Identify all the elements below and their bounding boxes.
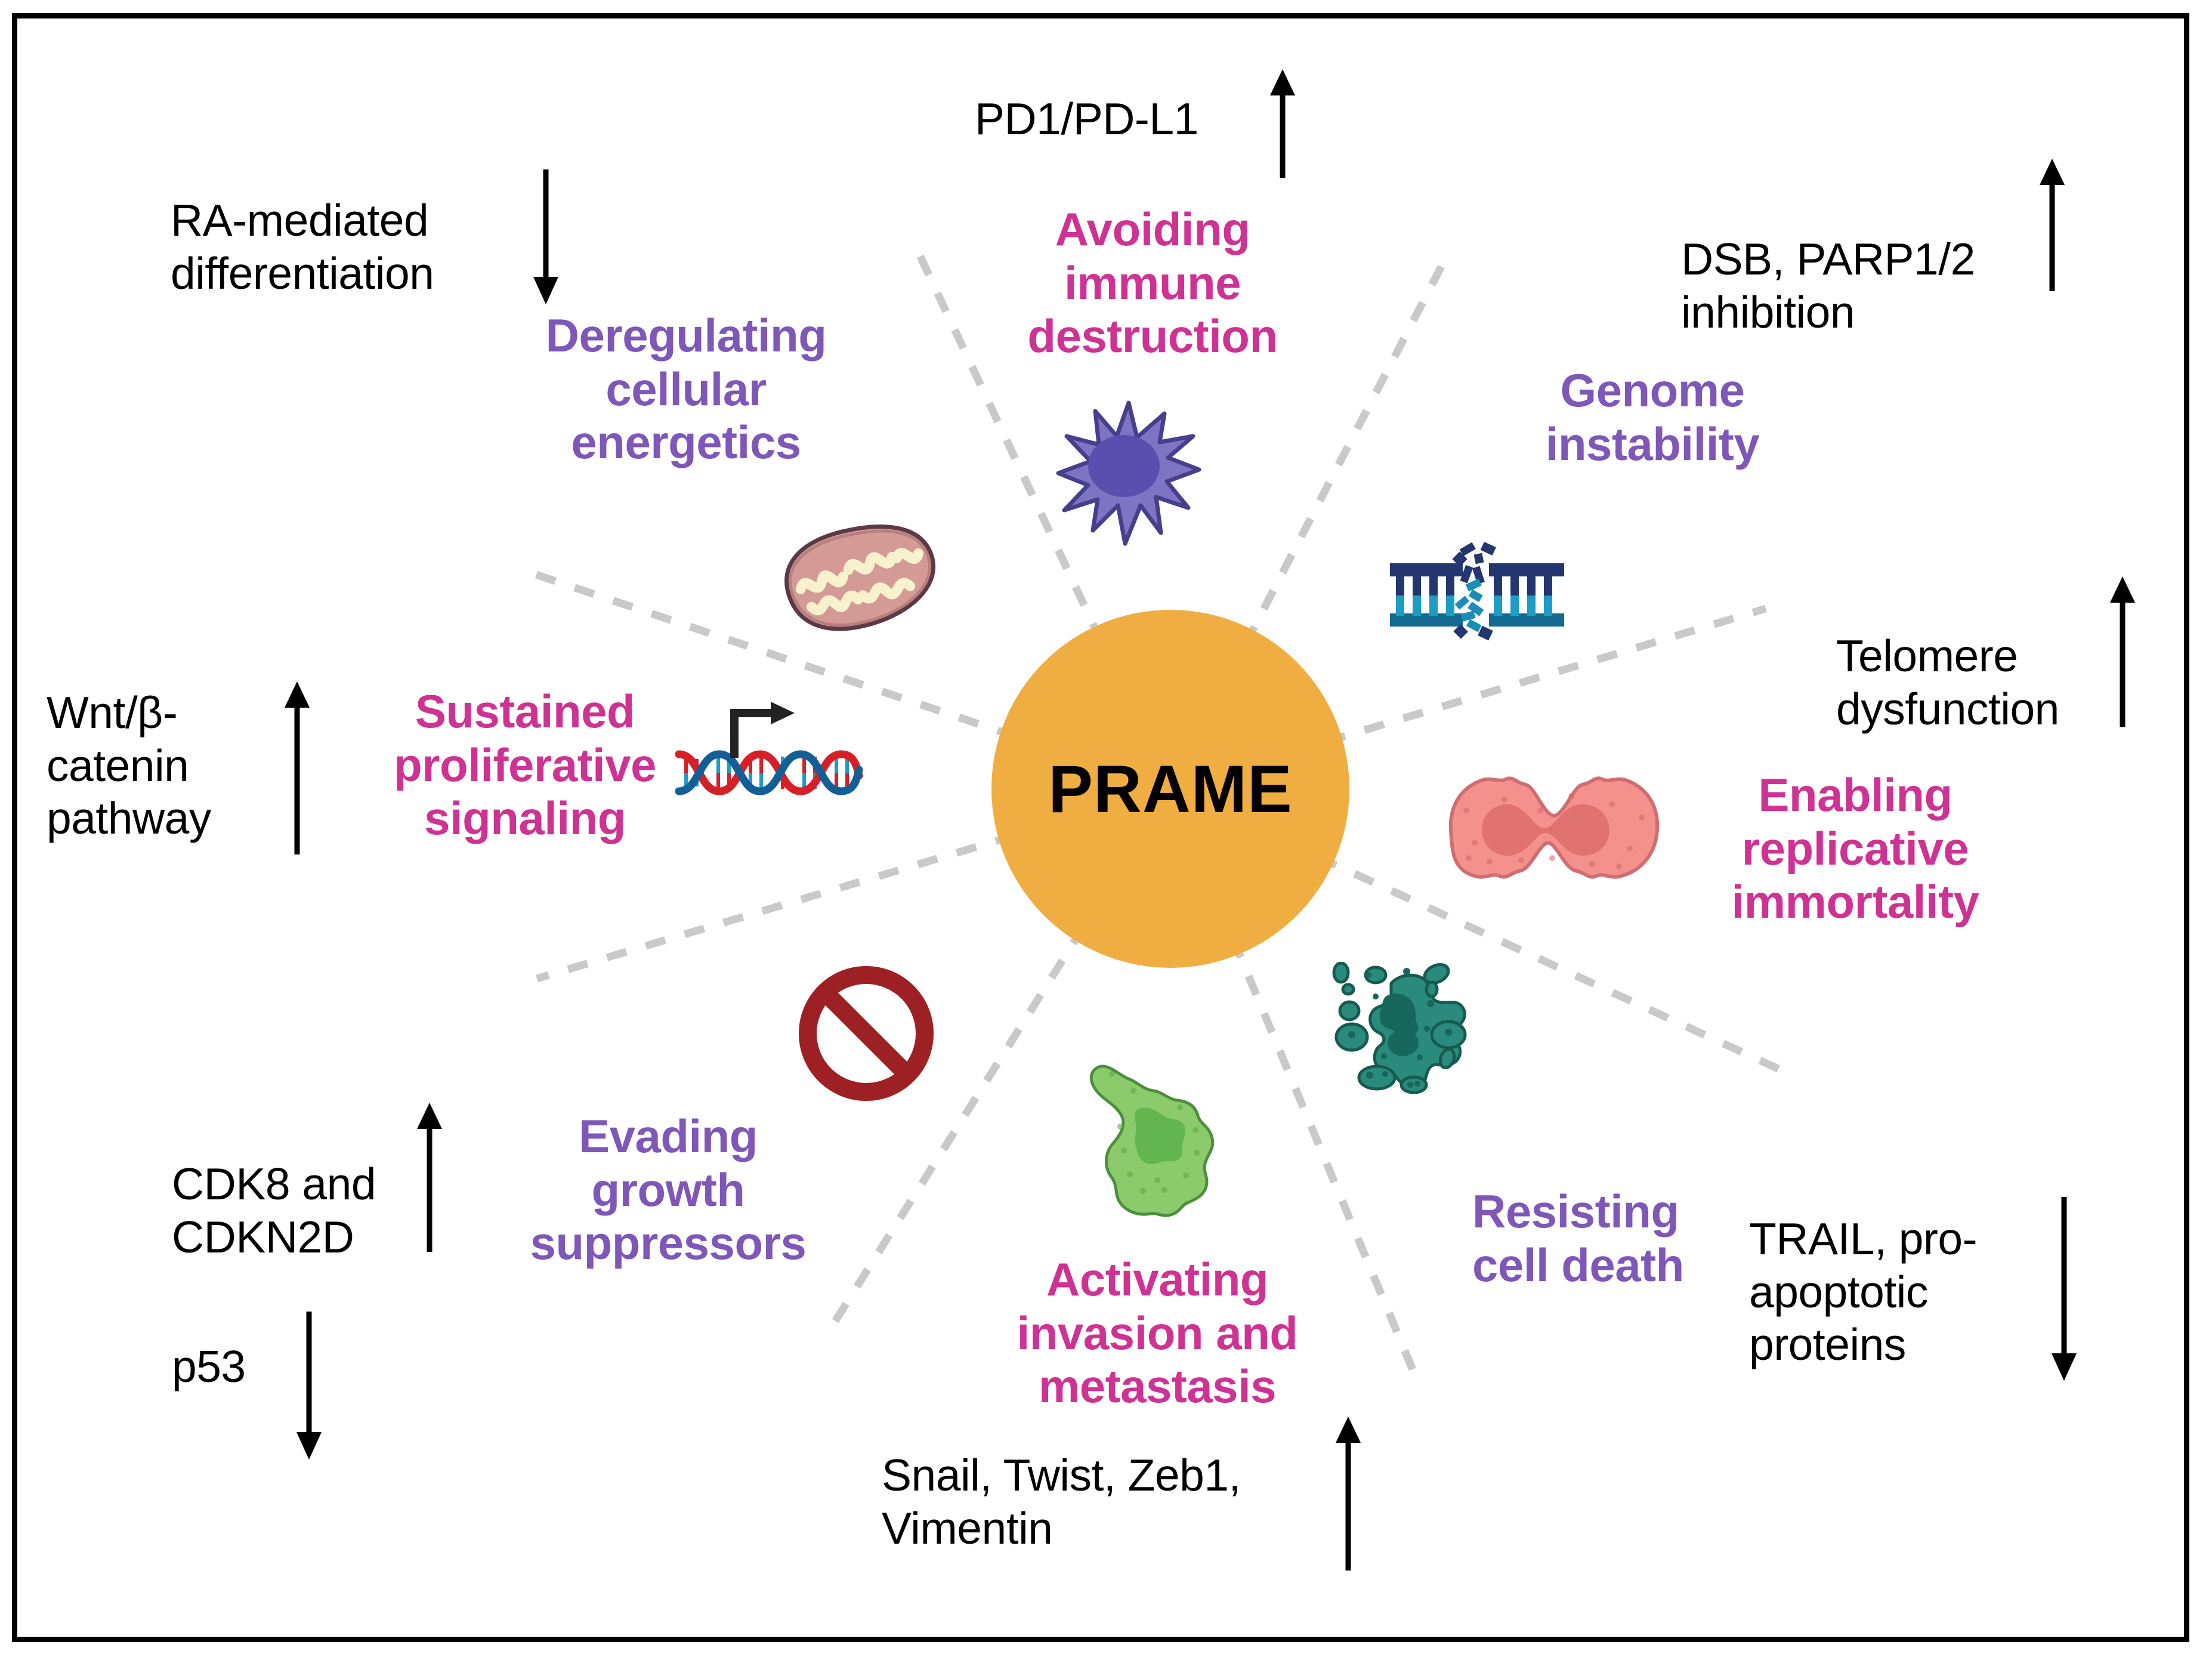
arrow-up-telomere (2110, 576, 2135, 727)
arrow-down-ra-mediated (533, 169, 558, 304)
arrow-up-emt-markers (1336, 1417, 1361, 1571)
annotation-p53: p53 (172, 1341, 246, 1392)
hallmark-label-evading-growth-suppressors: Evading growth suppressors (530, 1110, 807, 1270)
center-node-prame: PRAME (991, 610, 1349, 968)
hallmark-label-genome-instability: Genome instability (1545, 364, 1760, 470)
arrow-up-dsb-parp (2040, 159, 2065, 291)
hallmark-label-activating-invasion-and-metastasis: Activating invasion and metastasis (1017, 1253, 1298, 1413)
mitochondrion-icon (784, 524, 936, 631)
annotation-wnt-bcatenin: Wnt/β- catenin pathway (47, 687, 211, 843)
annotation-cdk8-cdkn2d: CDK8 and CDKN2D (172, 1159, 376, 1262)
dna-double-strand-break-icon (1390, 542, 1564, 641)
hallmark-label-resisting-cell-death: Resisting cell death (1472, 1185, 1684, 1291)
annotation-pd1-pdl1: PD1/PD-L1 (975, 94, 1198, 144)
prohibition-icon (799, 966, 934, 1101)
migrating-cell-icon (1089, 1065, 1215, 1217)
annotation-ra-mediated-differentiation: RA-mediated differentiation (171, 195, 434, 298)
hallmark-label-sustained-proliferative-signaling: Sustained proliferative signaling (394, 685, 656, 845)
annotation-emt-markers: Snail, Twist, Zeb1, Vimentin (882, 1450, 1241, 1553)
center-node-label: PRAME (1048, 751, 1293, 826)
hallmark-label-enabling-replicative-immortality: Enabling replicative immortality (1731, 769, 1979, 928)
annotation-dsb-parp: DSB, PARP1/2 inhibition (1681, 234, 1975, 337)
arrow-up-wnt-bcatenin (285, 681, 310, 854)
arrow-up-cdk8-cdkn2d (417, 1103, 442, 1252)
dendritic-cell-icon (1056, 400, 1201, 546)
hallmark-label-deregulating-cellular-energetics: Deregulating cellular energetics (545, 309, 827, 469)
figure-border (12, 13, 2189, 1642)
arrow-down-trail (2052, 1197, 2077, 1381)
annotation-trail-proapoptotic: TRAIL, pro- apoptotic proteins (1749, 1214, 1978, 1369)
dividing-cell-icon (1448, 776, 1660, 879)
apoptotic-cell-icon (1332, 962, 1467, 1094)
arrow-down-p53 (296, 1312, 322, 1460)
arrow-up-pd1-pdl1 (1270, 69, 1295, 178)
hallmark-label-avoiding-immune-destruction: Avoiding immune destruction (1027, 203, 1278, 363)
annotation-telomere-dysfunction: Telomere dysfunction (1836, 631, 2059, 734)
dna-transcription-icon (675, 702, 863, 795)
